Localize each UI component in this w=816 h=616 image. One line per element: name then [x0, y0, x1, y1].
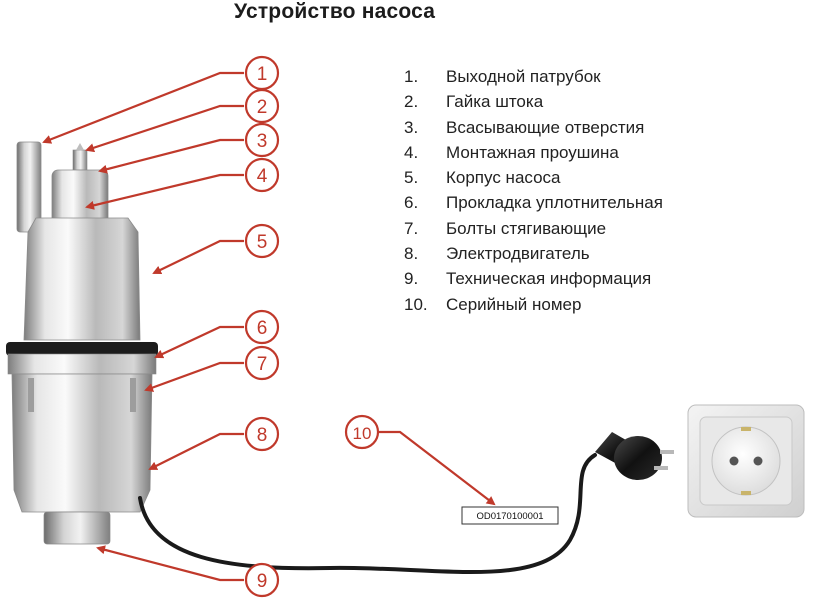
callout-number-4: 4: [257, 166, 268, 187]
leader-2: [85, 104, 244, 153]
callout-circles: [244, 55, 380, 598]
legend-item: 5.Корпус насоса: [404, 168, 561, 188]
callout-circle-5: [244, 223, 280, 259]
callout-number-5: 5: [257, 232, 268, 253]
leader-5: [152, 239, 244, 274]
callout-number-2: 2: [257, 97, 268, 118]
legend-item: 3.Всасывающие отверстия: [404, 117, 645, 137]
serial-label: [461, 506, 559, 525]
leader-8: [148, 432, 244, 470]
pump-body: [6, 141, 158, 545]
power-cable: [138, 453, 597, 575]
wall-socket: [687, 404, 805, 518]
callout-number-10: 10: [353, 424, 372, 443]
power-plug: [595, 432, 674, 480]
motor-section: [11, 373, 153, 513]
callout-circle-8: [244, 416, 280, 452]
callout-numbers: 1 2 3 4 5 6 7 8 9 10: [257, 64, 372, 592]
callout-number-3: 3: [257, 131, 268, 152]
legend-item: 6.Прокладка уплотнительная: [404, 193, 663, 213]
serial-number-text: OD0170100001: [476, 511, 543, 522]
leader-9: [96, 545, 244, 582]
leader-1: [42, 71, 244, 144]
callout-circle-4: [244, 157, 280, 193]
legend-item: 1.Выходной патрубок: [404, 67, 601, 86]
leader-10: [378, 430, 496, 506]
legend-item: 2.Гайка штока: [404, 92, 544, 112]
callout-circle-10: [344, 414, 380, 450]
callout-number-6: 6: [257, 318, 268, 339]
legend-item: 4.Монтажная проушина: [404, 142, 619, 162]
legend-item: 8.Электродвигатель: [404, 244, 590, 264]
callout-number-7: 7: [257, 354, 268, 375]
callout-number-9: 9: [257, 571, 268, 592]
callout-circle-2: [244, 88, 280, 124]
leader-7: [144, 361, 244, 392]
parts-legend: 1.Выходной патрубок 2.Гайка штока 3.Всас…: [404, 64, 663, 317]
gasket-ring: [6, 342, 158, 356]
leader-3: [98, 138, 244, 174]
pump-housing: [23, 217, 141, 341]
legend-item: 7.Болты стягивающие: [404, 218, 607, 238]
leader-4: [85, 173, 244, 210]
callout-circle-6: [244, 309, 280, 345]
callout-number-8: 8: [257, 425, 268, 446]
callout-number-1: 1: [257, 64, 268, 85]
legend-item: 9.Техническая информация: [404, 269, 652, 289]
leader-6: [154, 325, 244, 359]
legend-item: 10.Серийный номер: [404, 294, 582, 314]
diagram-title: Устройство насоса: [234, 0, 436, 23]
callout-circle-3: [244, 122, 280, 158]
callout-leaders: [42, 71, 496, 582]
bottom-cap: [43, 511, 111, 545]
callout-circle-9: [244, 562, 280, 598]
shaft-nut: [72, 149, 88, 171]
callout-circle-7: [244, 345, 280, 381]
